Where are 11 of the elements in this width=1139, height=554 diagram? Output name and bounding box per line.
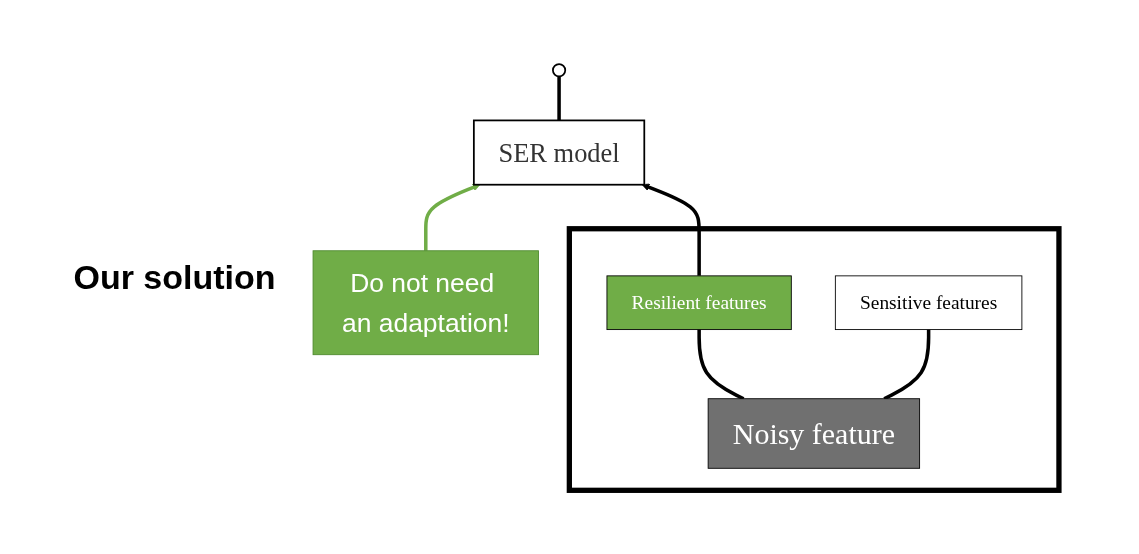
node-box: Sensitive features bbox=[834, 275, 1022, 330]
arrow bbox=[641, 183, 701, 276]
node-box: Resilient features bbox=[606, 275, 792, 330]
node-box: SER model bbox=[472, 119, 645, 186]
connector bbox=[556, 76, 561, 121]
caption-text: Our solution bbox=[73, 257, 276, 296]
cluster bbox=[566, 225, 1062, 493]
node-box: Noisy feature bbox=[707, 398, 920, 469]
node-box: Do not need an adaptation! bbox=[312, 250, 539, 355]
arrow bbox=[423, 183, 480, 251]
node-circle bbox=[551, 63, 566, 78]
